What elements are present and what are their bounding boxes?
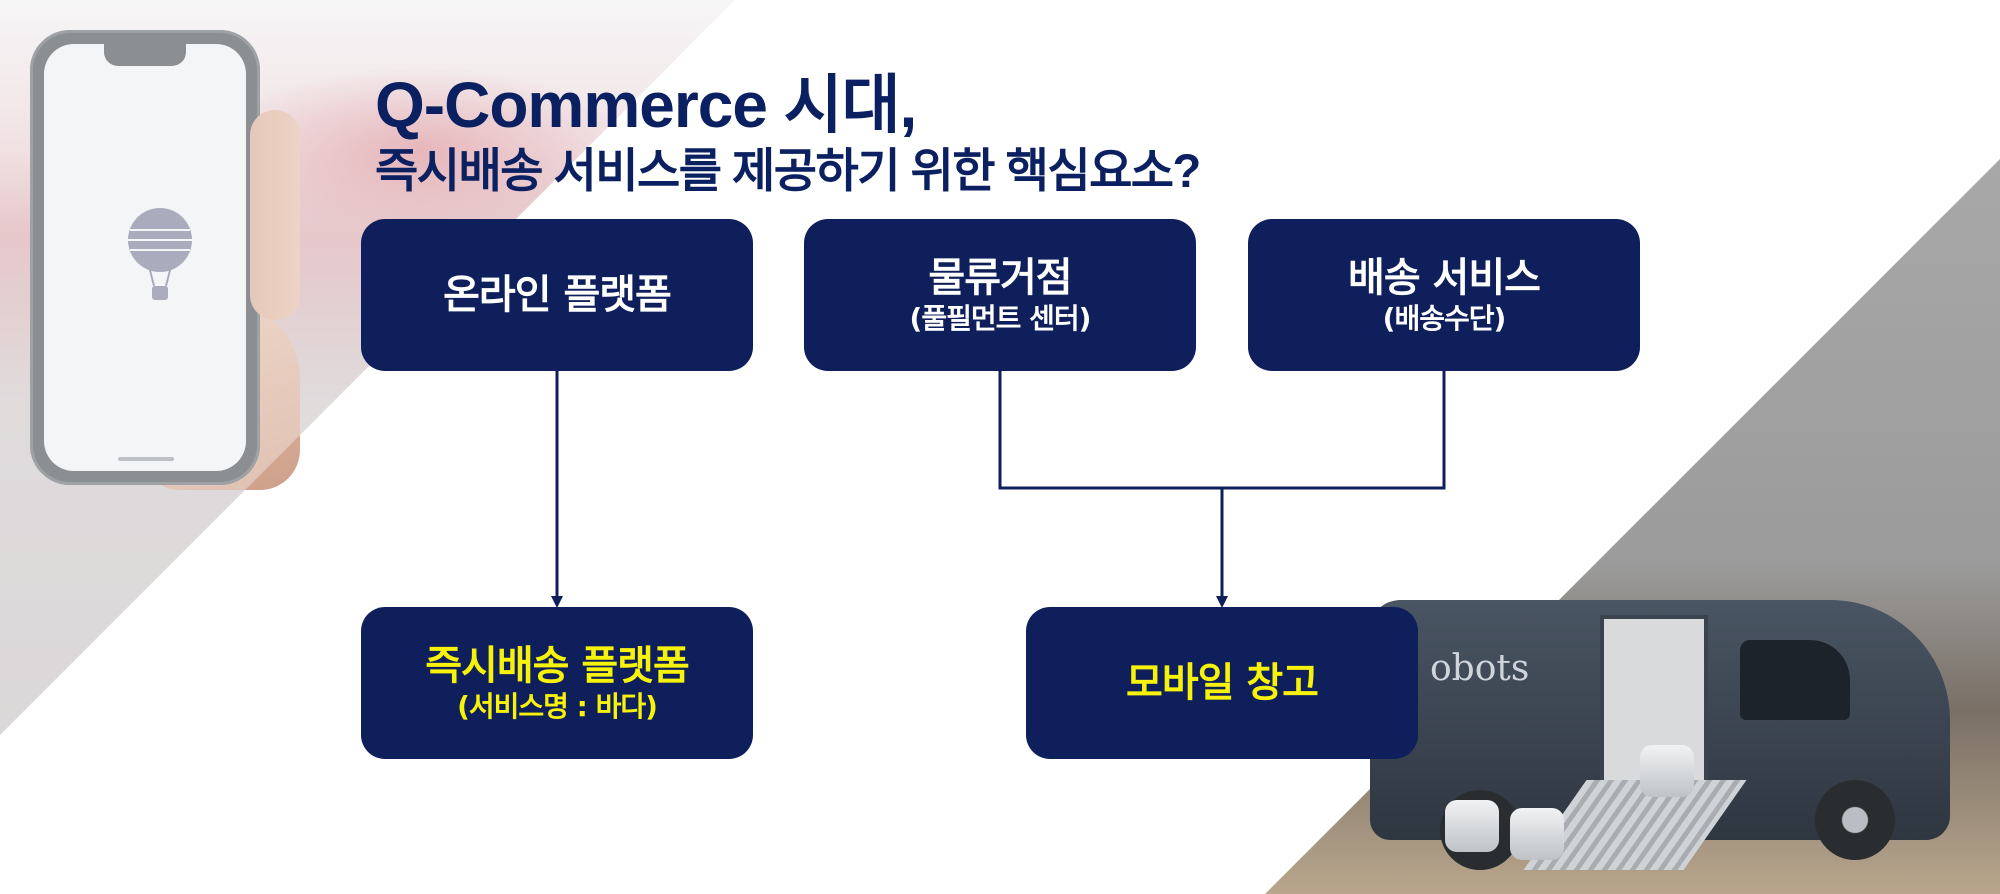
- page-subtitle: 즉시배송 서비스를 제공하기 위한 핵심요소?: [375, 144, 1201, 197]
- mobile-warehouse-box: 모바일 창고: [1026, 607, 1418, 759]
- online-platform-label: 온라인 플랫폼: [443, 272, 672, 318]
- mobile-warehouse-label: 모바일 창고: [1126, 660, 1319, 706]
- phone-home-bar: [118, 457, 174, 461]
- van-logo-text: obots: [1430, 648, 1530, 689]
- van-window: [1740, 640, 1850, 720]
- online-platform-box: 온라인 플랫폼: [361, 219, 753, 371]
- delivery-robot: [1510, 808, 1564, 860]
- delivery-service-sublabel: (배송수단): [1382, 301, 1507, 335]
- page-title: Q-Commerce 시대,: [375, 69, 917, 141]
- delivery-service-label: 배송 서비스: [1348, 254, 1541, 301]
- logistics-hub-sublabel: (풀필먼트 센터): [909, 301, 1092, 335]
- delivery-service-box: 배송 서비스 (배송수단): [1248, 219, 1640, 371]
- logistics-hub-label: 물류거점: [928, 254, 1072, 301]
- phone-notch: [104, 44, 186, 66]
- delivery-robot: [1445, 800, 1499, 852]
- connector-hub-bracket: [998, 370, 1446, 490]
- logistics-hub-box: 물류거점 (풀필먼트 센터): [804, 219, 1196, 371]
- delivery-robot: [1640, 745, 1694, 797]
- van-front-wheel: [1815, 780, 1895, 860]
- smartphone-graphic: [30, 30, 260, 485]
- instant-delivery-platform-label: 즉시배송 플랫폼: [425, 642, 690, 689]
- thumb-graphic: [250, 110, 300, 320]
- phone-screen: [44, 44, 246, 471]
- hot-air-balloon-icon: [128, 208, 192, 300]
- instant-delivery-platform-sublabel: (서비스명 : 바다): [457, 689, 658, 723]
- instant-delivery-platform-box: 즉시배송 플랫폼 (서비스명 : 바다): [361, 607, 753, 759]
